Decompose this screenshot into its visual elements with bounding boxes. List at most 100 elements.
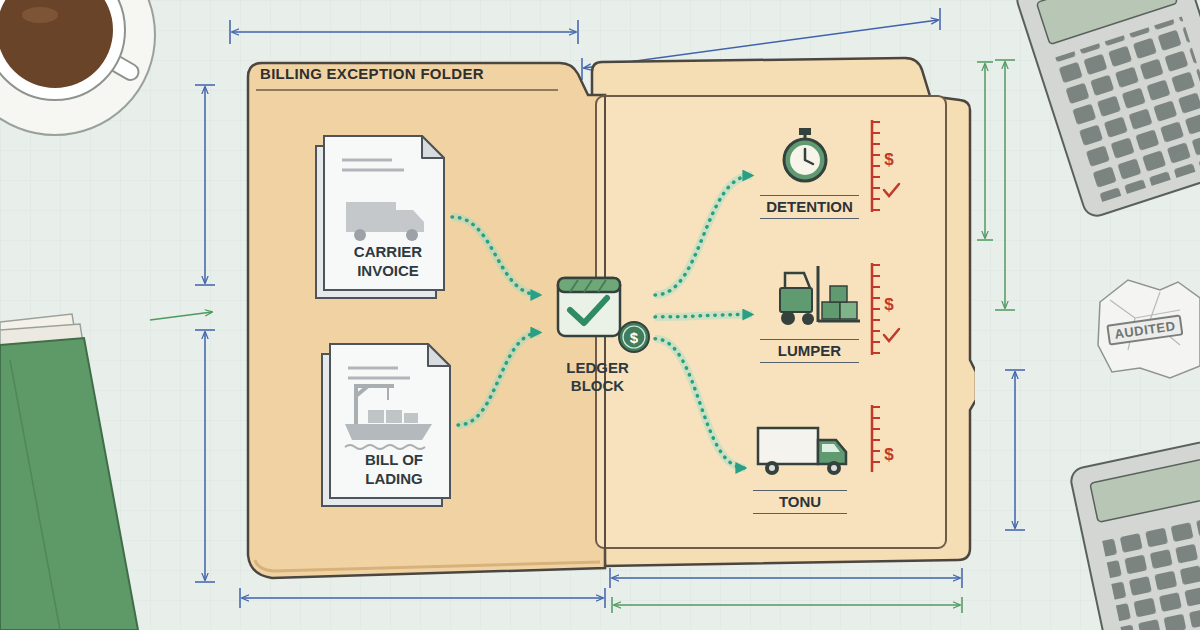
- ledger-block-icon: [570, 280, 606, 292]
- green-file-folder: [0, 314, 138, 630]
- dimension-line: [242, 597, 603, 599]
- node-label: BILL OF LADING: [338, 450, 450, 488]
- forklift-icon: [781, 311, 795, 325]
- node-label: BILLING EXCEPTION FOLDER: [260, 65, 484, 82]
- port-crane-icon: [404, 413, 418, 423]
- dimension-line: [984, 64, 986, 238]
- calculator: [1069, 436, 1200, 630]
- node-label: LEDGER BLOCK: [540, 359, 655, 395]
- dollar-sign: $: [630, 329, 638, 346]
- folder-outline: [592, 58, 975, 566]
- coffee-cup: [0, 0, 155, 135]
- dollar-sign: $: [884, 150, 893, 170]
- document-outline: [330, 344, 450, 498]
- folder-outline: [596, 96, 946, 548]
- dollar-sign: $: [884, 295, 893, 315]
- calculator: [1014, 0, 1200, 219]
- ledger-block-icon: [619, 322, 649, 352]
- document-outline: [348, 368, 410, 378]
- dimension-line: [150, 312, 212, 320]
- folder-outline: [604, 96, 606, 566]
- node-label: LUMPER: [760, 339, 859, 363]
- green-file-folder: [10, 360, 60, 630]
- forklift-icon: [830, 286, 847, 302]
- document-outline: [342, 160, 404, 170]
- document-outline: [422, 136, 444, 158]
- node-label: TONU: [753, 490, 847, 514]
- dimension-line: [195, 8, 1025, 608]
- ledger-block-icon: [570, 298, 607, 323]
- node-label: CARRIER INVOICE: [332, 242, 444, 280]
- coffee-cup: [0, 0, 113, 88]
- truck-icon: [758, 428, 818, 464]
- dimension-line: [1004, 62, 1006, 308]
- dimension-line: [977, 62, 993, 240]
- port-crane-icon: [368, 410, 384, 423]
- dimension-line: [204, 87, 206, 283]
- forklift-icon: [802, 313, 814, 325]
- dimension-line: [1014, 372, 1016, 528]
- forklift-icon: [817, 266, 820, 322]
- calculator: [1054, 16, 1200, 202]
- dimension-line: [995, 60, 1015, 310]
- connector-line: [655, 315, 752, 317]
- forklift-icon: [840, 302, 857, 319]
- dollar-sign: $: [884, 445, 893, 465]
- forklift-icon: [822, 302, 840, 319]
- document-outline: [324, 136, 444, 290]
- coffee-cup: [22, 7, 58, 23]
- ledger-block-icon: [558, 278, 620, 292]
- truck-icon: [769, 465, 775, 471]
- ledger-block-icon: [623, 326, 645, 348]
- crumpled-paper: [1098, 280, 1200, 378]
- stopwatch-icon: [790, 145, 820, 175]
- truck-icon: [354, 229, 366, 241]
- folder-outline: [248, 63, 605, 578]
- calculator: [1014, 0, 1200, 219]
- dimension-line: [614, 604, 960, 606]
- stopwatch-icon: [784, 139, 826, 181]
- dimension-line: [1005, 370, 1025, 530]
- dimension-line: [195, 85, 215, 285]
- dimension-line: [195, 330, 215, 582]
- calculator: [1101, 509, 1200, 630]
- dimension-line: [150, 60, 1015, 613]
- green-file-folder: [0, 338, 138, 630]
- connector-glow: [655, 315, 752, 317]
- truck-icon: [822, 444, 840, 452]
- truck-icon: [765, 461, 779, 475]
- truck-icon: [831, 465, 837, 471]
- truck-icon: [827, 461, 841, 475]
- dimension-line: [232, 31, 576, 33]
- port-crane-icon: [386, 410, 402, 423]
- dimension-line: [612, 577, 960, 579]
- dimension-line: [230, 20, 578, 44]
- forklift-icon: [780, 288, 812, 312]
- node-label: DETENTION: [760, 195, 859, 219]
- flow-connector: [655, 315, 752, 317]
- ledger-block-icon: [558, 278, 620, 336]
- document-outline: [428, 344, 450, 366]
- forklift-icon: [818, 320, 860, 323]
- stopwatch-icon: [799, 128, 811, 135]
- calculator: [1090, 457, 1200, 523]
- folder-outline: [255, 560, 600, 571]
- port-crane-icon: [345, 424, 432, 440]
- coffee-cup: [0, 0, 155, 135]
- calculator: [1069, 436, 1200, 630]
- dimension-line: [204, 332, 206, 580]
- coffee-cup: [0, 0, 125, 100]
- port-crane-icon: [387, 386, 389, 400]
- stopwatch-icon: [805, 149, 813, 164]
- dimension-line: [240, 588, 605, 608]
- folder-outline: [256, 89, 558, 91]
- truck-icon: [346, 202, 396, 232]
- truck-icon: [406, 229, 418, 241]
- dimension-line: [610, 568, 962, 588]
- dimension-line: [612, 597, 962, 613]
